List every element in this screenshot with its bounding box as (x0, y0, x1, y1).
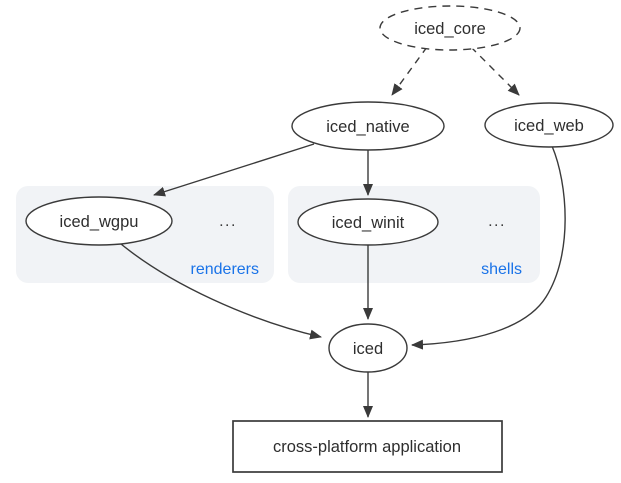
edge-iced_core-to-iced_web (470, 46, 520, 96)
shells-group-label: shells (481, 261, 522, 278)
node-iced-wgpu: iced_wgpu (25, 196, 173, 246)
edge-iced_core-to-iced_native (391, 46, 428, 96)
iced-label: iced (353, 340, 383, 358)
edge-iced_native-to-iced_wgpu (153, 143, 315, 197)
iced-native-label: iced_native (326, 118, 409, 136)
iced-winit-ellipse (297, 198, 439, 246)
renderers-group-label: renderers (191, 261, 259, 278)
renderers-ellipsis: ... (219, 213, 237, 230)
iced-native-ellipse (291, 101, 445, 151)
node-iced: iced (328, 323, 408, 373)
node-cross-platform-application: cross-platform application (232, 420, 503, 473)
edge-iced_wgpu-to-iced (120, 243, 322, 340)
iced-core-ellipse (379, 5, 521, 51)
node-iced-core: iced_core (379, 5, 521, 51)
node-iced-web: iced_web (484, 102, 614, 148)
iced-core-label: iced_core (414, 20, 486, 38)
iced-web-label: iced_web (514, 117, 584, 135)
application-rect (232, 420, 503, 473)
iced-wgpu-label: iced_wgpu (60, 213, 139, 231)
edge-iced_web-to-iced (411, 145, 566, 350)
iced-wgpu-ellipse (25, 196, 173, 246)
node-iced-native: iced_native (291, 101, 445, 151)
iced-ellipse (328, 323, 408, 373)
iced-web-ellipse (484, 102, 614, 148)
node-iced-winit: iced_winit (297, 198, 439, 246)
shells-ellipsis: ... (488, 213, 506, 230)
iced-winit-label: iced_winit (332, 214, 405, 232)
application-label: cross-platform application (273, 438, 461, 456)
